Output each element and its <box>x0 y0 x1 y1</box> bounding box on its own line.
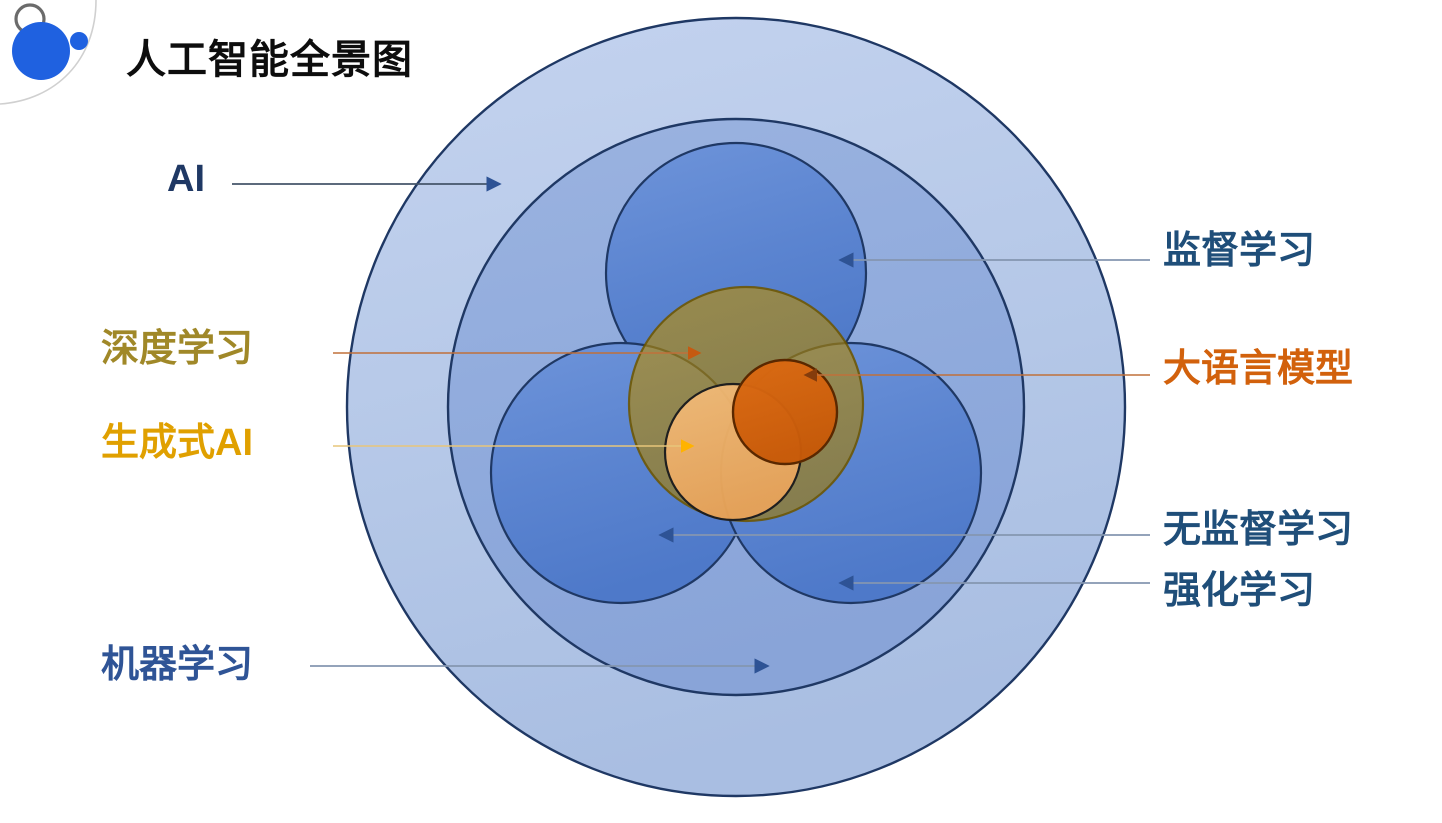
brand-logo <box>0 0 97 105</box>
label-ai: AI <box>167 158 205 200</box>
logo-small-dot <box>70 32 88 50</box>
logo-big-dot <box>12 22 70 80</box>
label-deep-learning: 深度学习 <box>101 328 254 370</box>
label-large-language-model: 大语言模型 <box>1163 348 1354 390</box>
logo-arc <box>0 0 97 105</box>
circle-large-language-model[interactable] <box>731 358 839 466</box>
page-title: 人工智能全景图 <box>126 38 413 82</box>
label-machine-learning: 机器学习 <box>101 644 254 686</box>
label-generative-ai: 生成式AI <box>101 422 254 464</box>
label-unsupervised-learning: 无监督学习 <box>1163 509 1354 551</box>
label-reinforcement-learning: 强化学习 <box>1163 570 1316 612</box>
label-supervised-learning: 监督学习 <box>1163 230 1316 272</box>
